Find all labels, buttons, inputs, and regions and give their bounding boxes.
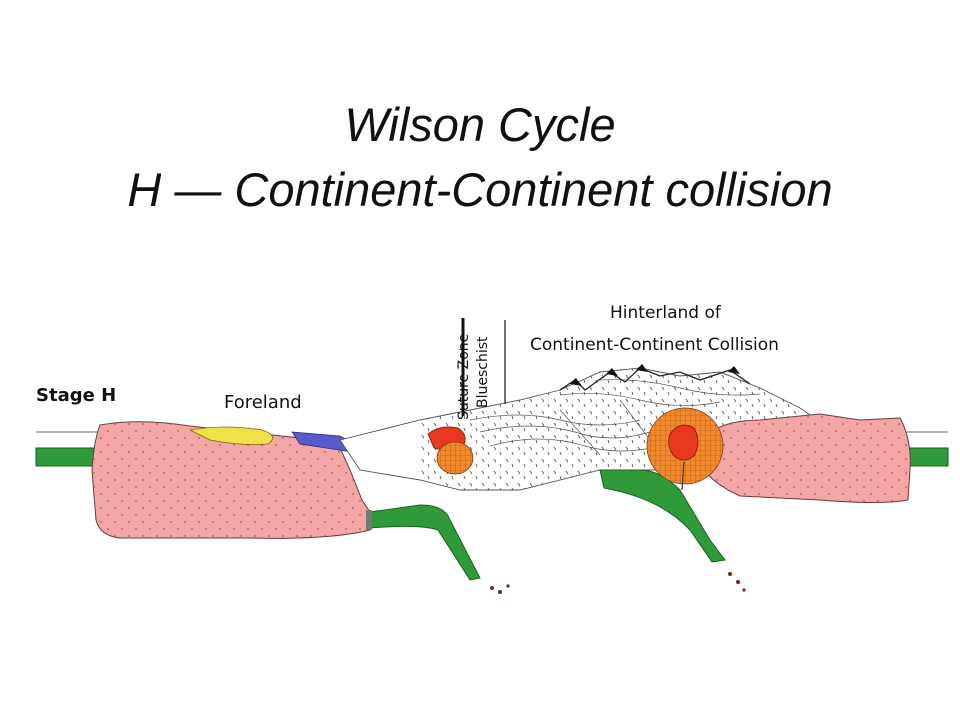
title-line-1: Wilson Cycle — [344, 98, 616, 151]
subducting-slab-left — [369, 504, 481, 581]
oceanic-lithosphere-right — [905, 447, 949, 467]
suture-zone-label: Suture Zone — [456, 334, 472, 420]
thrust-lines — [469, 379, 761, 456]
hinterland-label-line-1: Hinterland of — [610, 303, 722, 323]
slab-tail-dots — [490, 572, 746, 594]
title-line-2: H — Continent-Continent collision — [127, 163, 833, 216]
blueschist-label: Blueschist — [475, 336, 491, 408]
stage-label: Stage H — [36, 385, 116, 406]
hinterland-label-line-2: Continent-Continent Collision — [530, 335, 779, 355]
subducting-slab-right — [599, 469, 726, 563]
foreland-label: Foreland — [224, 392, 302, 413]
foreland-yellow-sediment — [188, 426, 274, 445]
hinterland-magma — [668, 424, 699, 461]
